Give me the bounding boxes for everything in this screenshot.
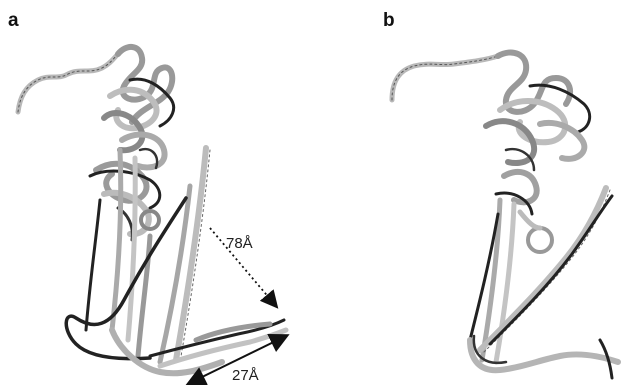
panel-a-structure xyxy=(18,47,286,373)
measurement-label-78: 78Å xyxy=(226,235,253,252)
panel-b-structure xyxy=(392,52,618,378)
measurement-label-27: 27Å xyxy=(232,367,259,384)
